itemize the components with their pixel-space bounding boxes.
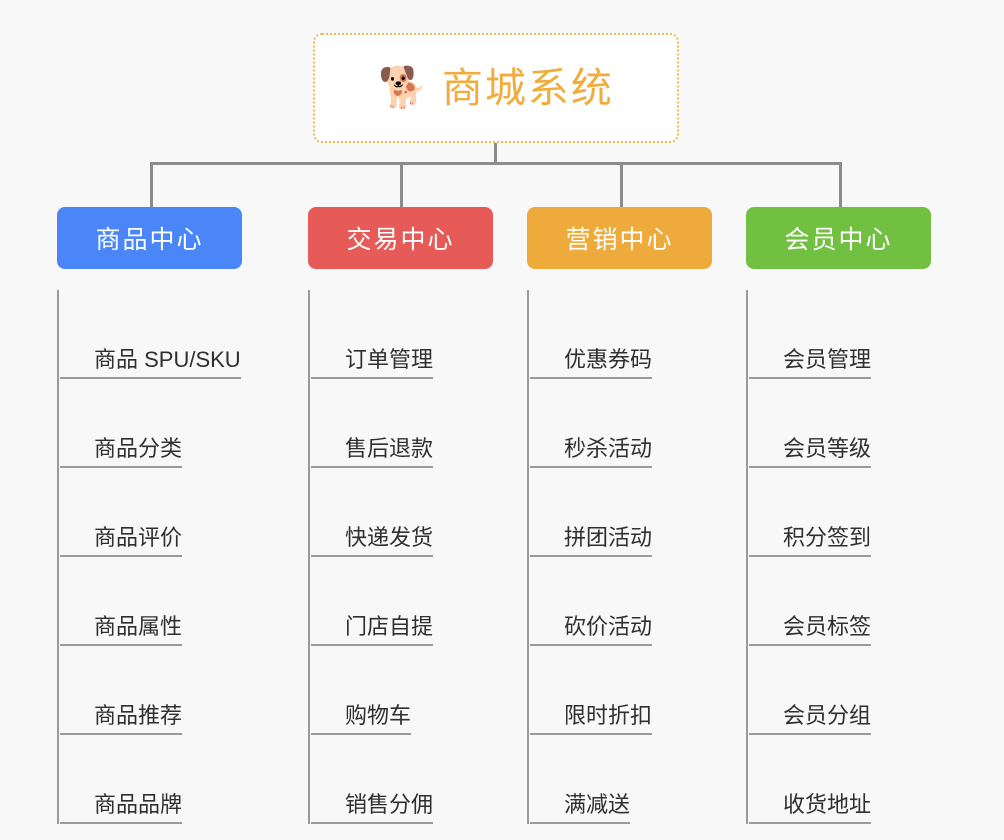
leaf-label: 门店自提: [311, 614, 434, 646]
branch-spine-2: [308, 290, 310, 824]
leaf-label: 会员管理: [749, 347, 872, 379]
category-header-3-label: 营销中心: [565, 226, 674, 254]
leaf-label: 会员标签: [749, 614, 872, 646]
shiba-dog-icon: 🐕: [378, 66, 428, 110]
category-header-2[interactable]: 交易中心: [308, 207, 493, 269]
leaf-label: 购物车: [311, 703, 412, 735]
list-item[interactable]: 商品 SPU/SKU: [60, 290, 297, 379]
branch-spine-1: [57, 290, 59, 824]
leaf-label: 商品推荐: [60, 703, 183, 735]
list-item[interactable]: 会员分组: [749, 646, 946, 735]
list-item[interactable]: 会员标签: [749, 557, 946, 646]
category-column-1: 商品中心 商品 SPU/SKU 商品分类 商品评价 商品属性 商品推荐 商品品牌: [57, 207, 297, 824]
list-item[interactable]: 购物车: [311, 646, 508, 735]
category-header-1[interactable]: 商品中心: [57, 207, 242, 269]
category-branch-2: 订单管理 售后退款 快递发货 门店自提 购物车 销售分佣: [308, 290, 508, 824]
root-node[interactable]: 🐕 商城系统: [313, 33, 679, 143]
connector-drop-4: [839, 162, 842, 208]
leaf-label: 砍价活动: [530, 614, 653, 646]
list-item[interactable]: 秒杀活动: [530, 379, 727, 468]
leaf-label: 商品评价: [60, 525, 183, 557]
connector-drop-1: [150, 162, 153, 208]
list-item[interactable]: 售后退款: [311, 379, 508, 468]
connector-horizontal-bus: [150, 162, 842, 165]
connector-drop-3: [620, 162, 623, 208]
leaf-label: 订单管理: [311, 347, 434, 379]
list-item[interactable]: 拼团活动: [530, 468, 727, 557]
leaf-label: 快递发货: [311, 525, 434, 557]
root-title: 商城系统: [441, 64, 614, 111]
leaf-label: 会员分组: [749, 703, 872, 735]
list-item[interactable]: 商品推荐: [60, 646, 297, 735]
leaf-label: 会员等级: [749, 436, 872, 468]
list-item[interactable]: 限时折扣: [530, 646, 727, 735]
category-header-2-label: 交易中心: [346, 226, 455, 254]
list-item[interactable]: 砍价活动: [530, 557, 727, 646]
category-branch-3: 优惠券码 秒杀活动 拼团活动 砍价活动 限时折扣 满减送: [527, 290, 727, 824]
leaf-label: 拼团活动: [530, 525, 653, 557]
leaf-label: 商品 SPU/SKU: [60, 347, 241, 379]
connector-drop-2: [400, 162, 403, 208]
list-item[interactable]: 销售分佣: [311, 735, 508, 824]
list-item[interactable]: 快递发货: [311, 468, 508, 557]
list-item[interactable]: 商品评价: [60, 468, 297, 557]
list-item[interactable]: 门店自提: [311, 557, 508, 646]
category-branch-1: 商品 SPU/SKU 商品分类 商品评价 商品属性 商品推荐 商品品牌: [57, 290, 297, 824]
leaf-label: 积分签到: [749, 525, 872, 557]
category-column-2: 交易中心 订单管理 售后退款 快递发货 门店自提 购物车 销售分佣: [308, 207, 508, 824]
list-item[interactable]: 商品品牌: [60, 735, 297, 824]
leaf-label: 销售分佣: [311, 792, 434, 824]
category-header-1-label: 商品中心: [95, 226, 204, 254]
category-header-3[interactable]: 营销中心: [527, 207, 712, 269]
category-header-4-label: 会员中心: [784, 226, 893, 254]
leaf-label: 售后退款: [311, 436, 434, 468]
list-item[interactable]: 优惠券码: [530, 290, 727, 379]
list-item[interactable]: 满减送: [530, 735, 727, 824]
branch-spine-3: [527, 290, 529, 824]
list-item[interactable]: 积分签到: [749, 468, 946, 557]
leaf-label: 优惠券码: [530, 347, 653, 379]
list-item[interactable]: 商品分类: [60, 379, 297, 468]
leaf-label: 商品属性: [60, 614, 183, 646]
leaf-label: 秒杀活动: [530, 436, 653, 468]
category-column-3: 营销中心 优惠券码 秒杀活动 拼团活动 砍价活动 限时折扣 满减送: [527, 207, 727, 824]
list-item[interactable]: 会员管理: [749, 290, 946, 379]
list-item[interactable]: 收货地址: [749, 735, 946, 824]
leaf-label: 限时折扣: [530, 703, 653, 735]
list-item[interactable]: 商品属性: [60, 557, 297, 646]
leaf-label: 满减送: [530, 792, 631, 824]
list-item[interactable]: 订单管理: [311, 290, 508, 379]
category-branch-4: 会员管理 会员等级 积分签到 会员标签 会员分组 收货地址: [746, 290, 946, 824]
category-header-4[interactable]: 会员中心: [746, 207, 931, 269]
list-item[interactable]: 会员等级: [749, 379, 946, 468]
connector-root-stem: [494, 143, 497, 165]
category-column-4: 会员中心 会员管理 会员等级 积分签到 会员标签 会员分组 收货地址: [746, 207, 946, 824]
branch-spine-4: [746, 290, 748, 824]
leaf-label: 收货地址: [749, 792, 872, 824]
leaf-label: 商品分类: [60, 436, 183, 468]
leaf-label: 商品品牌: [60, 792, 183, 824]
